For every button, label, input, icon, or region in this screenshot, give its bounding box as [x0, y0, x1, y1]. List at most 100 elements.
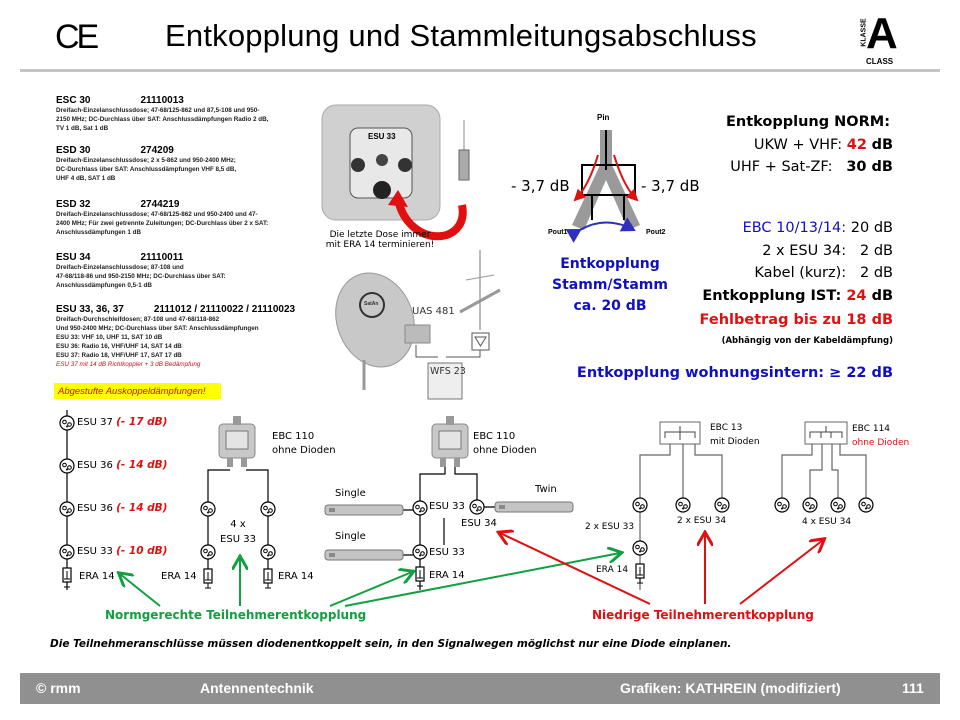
pout1-label: Pout1 — [548, 229, 568, 236]
footer-credit: Grafiken: KATHREIN (modifiziert) — [620, 680, 841, 696]
ce-logo: CE — [55, 18, 99, 56]
socket-type: ESU 37 — [77, 417, 113, 428]
ist-total: Entkopplung IST: 24 dB — [702, 288, 893, 304]
socket-type: ESU 36 — [77, 503, 113, 514]
esu33-label: ESU 33 — [429, 501, 465, 512]
device-name: EBC 114 — [852, 424, 891, 434]
chain-label: ESU 37 (- 17 dB) — [77, 416, 167, 428]
ist-label: Kabel (kurz): — [754, 265, 847, 281]
internal-decoupling: Entkopplung wohnungsintern: ≥ 22 dB — [576, 365, 893, 381]
green-arrows — [120, 553, 620, 607]
ist-total-label: Entkopplung IST: — [702, 288, 842, 304]
splitter-diagram — [565, 130, 640, 243]
era-label: ERA 14 — [596, 565, 629, 575]
ist-total-value: 24 — [846, 288, 867, 304]
dish-label: UAS 481 — [412, 306, 455, 317]
era-label: ERA 14 — [161, 571, 197, 582]
device-sub: ohne Dioden — [852, 438, 910, 448]
spec-line: TV 1 dB, Sat 1 dB — [56, 125, 109, 132]
ist-label: 2 x ESU 34: — [762, 243, 847, 259]
socket-photo — [321, 104, 470, 241]
spec-name: ESU 34 — [56, 252, 91, 263]
ebc110b-label: EBC 110 ohne Dioden — [473, 430, 537, 458]
ist-row: EBC 10/13/14: 20 dB — [743, 220, 893, 236]
spec-line: Anschlussdämpfungen 1 dB — [56, 229, 142, 236]
spec-number: 2744219 — [140, 199, 180, 210]
red-arrows — [500, 533, 823, 605]
single-label: Single — [335, 531, 366, 542]
single-label: Single — [335, 488, 366, 499]
ist-row: 2 x ESU 34: 2 dB — [762, 243, 893, 259]
dish-brand: SatAn — [364, 301, 379, 307]
caption-line: Entkopplung — [560, 256, 660, 272]
socket-type: ESU 33 — [77, 546, 113, 557]
spec-name: ESC 30 — [56, 95, 91, 106]
device-sub: mit Dioden — [710, 437, 760, 447]
spec-name: ESU 33, 36, 37 — [56, 304, 124, 315]
device-name: EBC 110 — [473, 431, 516, 442]
spec-line: 2150 MHz; DC-Durchlass über SAT: Anschlu… — [56, 116, 269, 123]
loss-left: - 3,7 dB — [511, 177, 570, 195]
device-sub: ohne Dioden — [272, 445, 336, 456]
norm-row: UHF + Sat-ZF: 30 dB — [730, 159, 893, 175]
norm-label: UHF + Sat-ZF: — [730, 159, 833, 175]
norm-value: 30 dB — [846, 159, 893, 175]
socket-caption: Die letzte Dose immer mit ERA 14 termini… — [310, 230, 450, 250]
legend-bad: Niedrige Teilnehmerentkopplung — [592, 608, 814, 622]
footer-copyright: © rmm — [36, 680, 81, 696]
spec-line: 2400 MHz; Für zwei getrennte Zuleitungen… — [56, 220, 269, 227]
class-a-logo: KLASSE A CLASS — [856, 9, 904, 67]
ist-value: 2 dB — [860, 243, 893, 259]
norm-label: UKW + VHF: — [753, 137, 843, 153]
norm-value: 42 — [846, 137, 867, 153]
spec-name: ESD 32 — [56, 199, 91, 210]
footnote: Die Teilnehmeranschlüsse müssen diodenen… — [50, 638, 732, 650]
spec-number: 274209 — [140, 145, 174, 156]
spec-line: Dreifach-Durchschleifdosen; 87-108 und 4… — [56, 316, 220, 323]
attenuation: (- 14 dB) — [116, 502, 168, 514]
esu34-group-label: 4 x ESU 34 — [802, 517, 852, 527]
highlight-note: Abgestufte Auskoppeldämpfungen! — [54, 383, 221, 399]
logo-letter: A — [866, 9, 898, 58]
spec-line: Dreifach-Einzelanschlussdose; 47-68/125-… — [56, 107, 260, 114]
switch-label: WFS 23 — [430, 366, 466, 377]
device-sub: ohne Dioden — [473, 445, 537, 456]
ist-value: 20 dB — [850, 220, 893, 236]
caption-line: Die letzte Dose immer — [329, 230, 431, 240]
ist-label: EBC 10/13/14: — [742, 220, 847, 236]
attenuation: (- 17 dB) — [116, 416, 168, 428]
ist-row: Kabel (kurz): 2 dB — [754, 265, 893, 281]
spec-line: Anschlussdämpfungen 0,5-1 dB — [56, 282, 152, 289]
page-title: Entkopplung und Stammleitungsabschluss — [165, 18, 757, 53]
era-label: ERA 14 — [429, 570, 465, 581]
deficit-note: (Abhängig von der Kabeldämpfung) — [721, 336, 893, 346]
spec-line: ESU 37: Radio 18, VHF/UHF 17, SAT 17 dB — [56, 352, 182, 359]
chain-label: ESU 33 (- 10 dB) — [77, 545, 167, 557]
deficit: Fehlbetrag bis zu 18 dB — [699, 312, 893, 328]
spec-note: ESU 37 mit 14 dB Richtkoppler + 3 dB Bed… — [56, 361, 201, 368]
ist-value: 2 dB — [860, 265, 893, 281]
legend-good: Normgerechte Teilnehmerentkopplung — [105, 608, 367, 622]
esu34-group-label: 2 x ESU 34 — [677, 516, 727, 526]
esu33-group-label: 2 x ESU 33 — [585, 522, 635, 532]
spec-name: ESD 30 — [56, 145, 91, 156]
pin-label: Pin — [597, 113, 610, 122]
group-label: 4 x ESU 33 — [218, 517, 258, 547]
esu34-label: ESU 34 — [461, 518, 497, 529]
group-count: 4 x — [230, 519, 246, 530]
footer-topic: Antennentechnik — [200, 680, 314, 696]
norm-title: Entkopplung NORM: — [725, 114, 890, 130]
era-label: ERA 14 — [278, 571, 314, 582]
ebc114-label: EBC 114 ohne Dioden — [852, 422, 909, 450]
group-type: ESU 33 — [220, 534, 256, 545]
attenuation: (- 10 dB) — [116, 545, 168, 557]
attenuation: (- 14 dB) — [116, 459, 168, 471]
caption-line: Stamm/Stamm — [552, 277, 668, 293]
spec-line: Dreifach-Einzelanschlussdose; 87-108 und — [56, 264, 184, 271]
pout2-label: Pout2 — [646, 229, 666, 236]
